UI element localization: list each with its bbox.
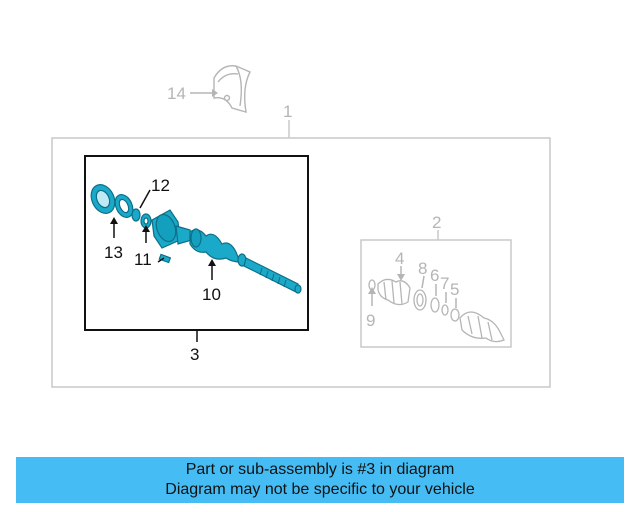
- arrow-13: [110, 217, 118, 224]
- subassembly-frame-2: [360, 239, 512, 348]
- callout-4: 4: [395, 249, 404, 268]
- part-5-ring: [450, 308, 460, 322]
- outboard-joint-assembly: [368, 278, 505, 343]
- callout-6: 6: [430, 266, 439, 285]
- banner-line-2: Diagram may not be specific to your vehi…: [165, 481, 475, 498]
- part-4-boot: [377, 278, 411, 306]
- part-outboard-joint: [459, 311, 505, 343]
- callout-7: 7: [440, 274, 449, 293]
- part-12-snap-ring: [131, 208, 141, 222]
- callout-14: 14: [167, 84, 186, 103]
- arrow-4: [397, 274, 405, 281]
- part-7-clip: [441, 304, 449, 316]
- callout-13: 13: [104, 243, 123, 262]
- leader-line-11b: [157, 257, 165, 263]
- arrow-10: [208, 259, 216, 266]
- part-drive-shaft: [243, 257, 299, 293]
- arrow-11: [142, 225, 150, 232]
- drive-shaft-inboard-assembly: [90, 184, 302, 294]
- part-6-ring: [430, 297, 440, 313]
- assembly-frame-1: [51, 137, 551, 388]
- callout-3: 3: [190, 345, 199, 364]
- callout-12: 12: [151, 176, 170, 195]
- callout-9: 9: [366, 311, 375, 330]
- part-8-ring: [413, 289, 427, 311]
- callout-2: 2: [432, 213, 441, 232]
- callout-5: 5: [450, 280, 459, 299]
- arrow-14: [212, 89, 218, 97]
- callout-8: 8: [418, 259, 427, 278]
- callout-10: 10: [202, 285, 221, 304]
- arrow-9: [368, 287, 376, 294]
- callout-11: 11: [134, 250, 152, 269]
- callout-1: 1: [283, 102, 292, 121]
- leader-line-8: [421, 275, 425, 289]
- banner-line-1: Part or sub-assembly is #3 in diagram: [185, 461, 455, 478]
- part-14-heat-shield: [213, 65, 251, 113]
- info-banner: Part or sub-assembly is #3 in diagram Di…: [16, 457, 624, 503]
- part-11-bolt: [158, 253, 172, 264]
- leader-line-12: [139, 189, 151, 209]
